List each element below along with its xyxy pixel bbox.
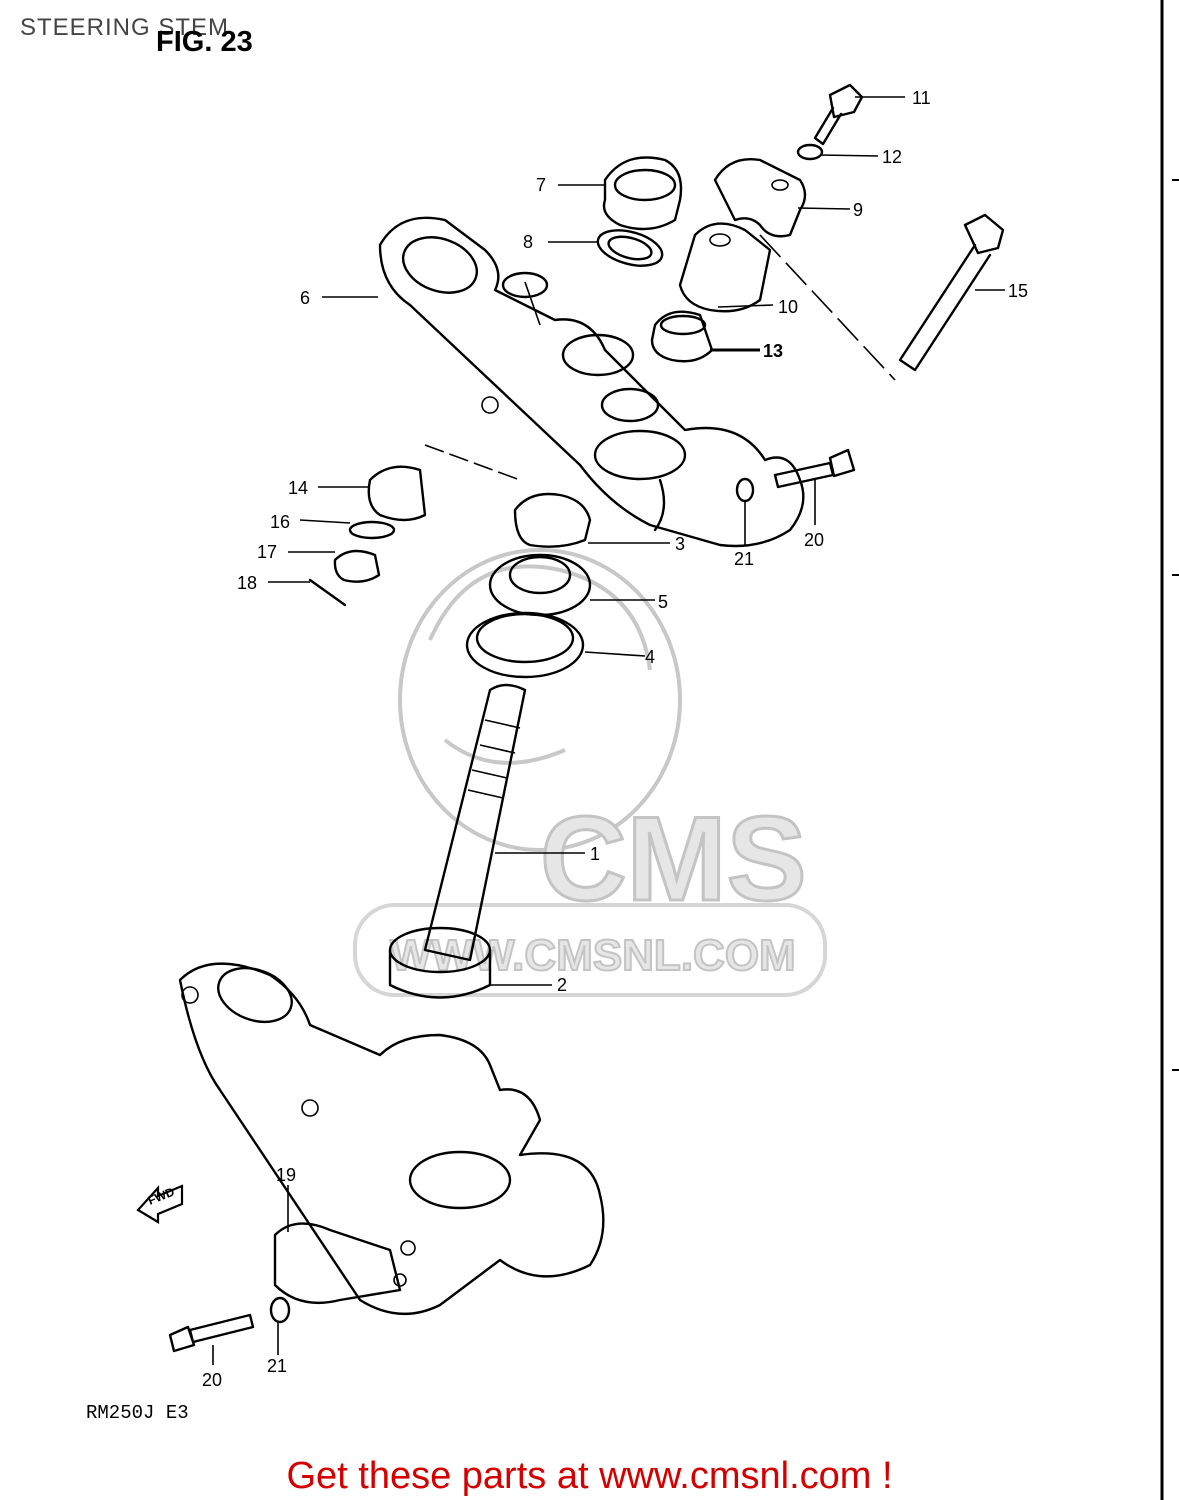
model-code: RM250J E3 [86, 1402, 189, 1424]
part-2-bearing [388, 926, 492, 999]
part-14-cushion [367, 465, 427, 522]
section-title: STEERING STEM [20, 14, 230, 41]
part-5-bearing [488, 553, 592, 617]
part-21-washer-right [735, 477, 755, 503]
callout-20-lower: 20 [202, 1370, 222, 1390]
callout-8: 8 [523, 232, 533, 252]
callout-15: 15 [1008, 281, 1028, 301]
part-9-holder-upper [713, 158, 807, 238]
part-20-bolt-lower [168, 1313, 255, 1353]
part-11-bolt [813, 83, 864, 146]
fwd-direction-arrow: FWD [136, 1184, 184, 1224]
callout-1: 1 [590, 844, 600, 864]
callout-2: 2 [557, 975, 567, 995]
part-12-washer [796, 143, 824, 161]
callout-5: 5 [658, 592, 668, 612]
callout-11: 11 [912, 88, 931, 108]
watermark-logo: CMS WWW.CMSNL.COM [353, 548, 827, 997]
part-16-washer [348, 520, 396, 540]
callout-17: 17 [257, 542, 277, 562]
callout-21-lower: 21 [267, 1356, 287, 1376]
part-19-bracket [273, 1222, 402, 1304]
watermark-logo-text: CMS [540, 792, 807, 926]
part-10-holder-lower [678, 222, 772, 313]
part-8-washer [596, 229, 664, 267]
callout-labels: 11 12 7 9 8 6 10 15 13 14 16 17 18 3 5 4… [202, 88, 1028, 1390]
callout-14: 14 [288, 478, 308, 498]
upper-bracket [378, 216, 805, 548]
part-1-steering-stem [423, 683, 527, 962]
callout-4: 4 [645, 647, 655, 667]
callout-13: 13 [763, 341, 783, 361]
part-18-cotter-pin [308, 578, 347, 607]
part-7-nut [602, 156, 683, 231]
part-20-bolt-right [773, 448, 856, 489]
callout-19: 19 [276, 1165, 296, 1185]
callout-3: 3 [675, 534, 685, 554]
figure-label: FIG. 23 [156, 26, 253, 58]
callout-7: 7 [536, 175, 546, 195]
lower-bracket [178, 962, 605, 1315]
callout-12: 12 [882, 147, 902, 167]
callout-6: 6 [300, 288, 310, 308]
footer-link-text[interactable]: Get these parts at www.cmsnl.com ! [286, 1455, 893, 1497]
part-13-cushion [650, 310, 714, 363]
part-3-nut [513, 492, 592, 548]
part-4-race [465, 611, 585, 679]
part-15-long-bolt [898, 213, 1005, 372]
callout-18: 18 [237, 573, 257, 593]
footer-shop-link[interactable]: Get these parts at www.cmsnl.com ! [0, 1455, 1179, 1498]
leader-lines [212, 96, 1005, 1365]
callout-9: 9 [853, 200, 863, 220]
callout-20-right: 20 [804, 530, 824, 550]
callout-10: 10 [778, 297, 798, 317]
part-17-nut [333, 549, 381, 583]
callout-21-right: 21 [734, 549, 754, 569]
part-21-washer-lower [269, 1296, 291, 1324]
callout-16: 16 [270, 512, 290, 532]
